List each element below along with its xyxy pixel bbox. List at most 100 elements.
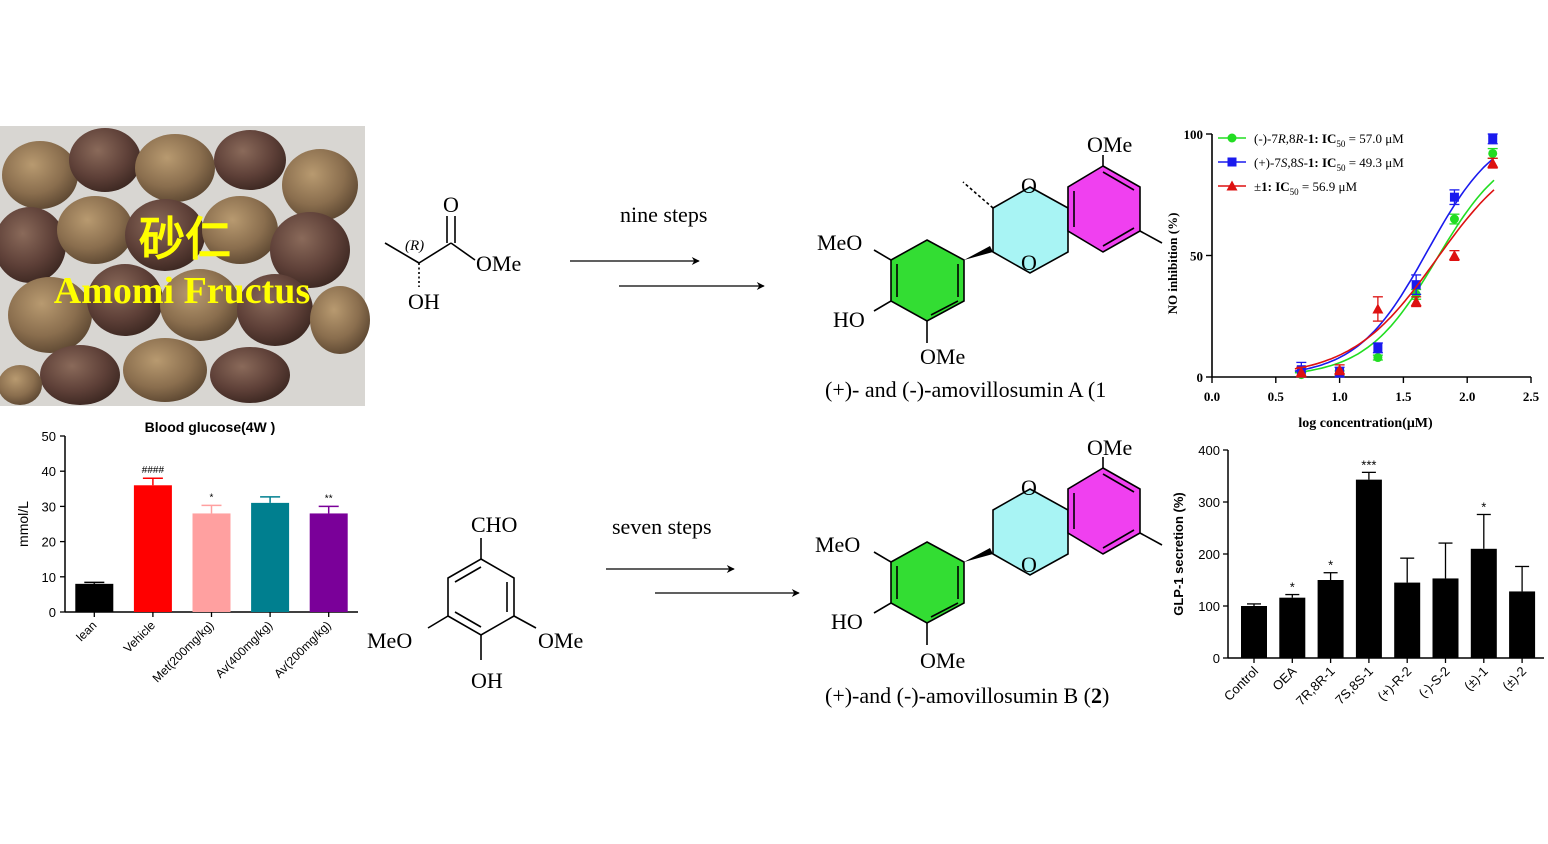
product-a-name-clip [1164, 370, 1174, 406]
significance-label: * [210, 492, 214, 503]
data-point [1373, 353, 1383, 363]
legend-text: ,8 [1286, 131, 1296, 146]
legend-text: (+)-7 [1254, 155, 1281, 170]
legend-text: = 49.3 μM [1345, 155, 1404, 170]
data-point [1372, 303, 1384, 314]
product-a-magenta-ring [1067, 165, 1141, 253]
y-tick-label: 300 [1198, 495, 1220, 510]
legend-text: 1 [1308, 131, 1315, 146]
x-tick-label: (±)-2 [1499, 664, 1529, 694]
fit-curve [1294, 189, 1495, 370]
route-b-arrow [606, 565, 800, 597]
bar [1394, 582, 1421, 658]
legend-text: 1 [1308, 155, 1315, 170]
legend-text: : IC [1314, 131, 1336, 146]
data-point [1373, 343, 1383, 353]
x-tick-label: Vehicle [121, 618, 158, 655]
bar [133, 485, 172, 612]
data-point [1448, 250, 1460, 260]
product-b-magenta-ring [1067, 467, 1141, 555]
route-a-starting-material [384, 216, 476, 287]
product-b-ome-top: OMe [1087, 435, 1132, 460]
x-tick-label: Av(400mg/kg) [213, 618, 276, 681]
sm-b-oh: OH [471, 668, 503, 693]
y-axis-label: NO inhibition (%) [1165, 213, 1180, 315]
bar [1470, 548, 1497, 658]
product-b-ring-o-bottom: O [1021, 552, 1037, 577]
legend-text: R [1277, 131, 1286, 146]
sm-b-cho: CHO [471, 512, 517, 537]
x-tick-label: Control [1221, 663, 1261, 703]
legend-text: ± [1254, 179, 1261, 194]
data-point [1410, 296, 1422, 307]
product-b-structure [873, 457, 1163, 645]
legend-text: 1 [1261, 179, 1268, 194]
legend-text: S [1281, 155, 1288, 170]
product-a-ring-o-bottom: O [1021, 250, 1037, 275]
x-tick-label: 0.0 [1204, 389, 1220, 404]
product-b-meo: MeO [815, 532, 860, 557]
data-point [1449, 192, 1459, 202]
x-tick-label: 2.5 [1523, 389, 1540, 404]
data-point [1488, 134, 1498, 144]
x-tick-label: (-)-S-2 [1415, 664, 1452, 701]
product-a-meo: MeO [817, 230, 862, 255]
y-tick-label: 10 [42, 570, 56, 585]
product-a-ho: HO [833, 307, 865, 332]
legend-text: ,8 [1287, 155, 1297, 170]
x-tick-label: (±)-1 [1461, 664, 1491, 694]
x-tick-label: 2.0 [1459, 389, 1475, 404]
data-point [1411, 280, 1421, 290]
x-tick-label: Av(200mg/kg) [271, 618, 334, 681]
product-a-green-ring [890, 239, 965, 322]
legend-text: - [1303, 131, 1307, 146]
latin-name: Amomi Fructus [54, 270, 310, 312]
legend-text: 50 [1336, 163, 1346, 173]
product-b-name-suffix: ) [1102, 683, 1109, 708]
bar [1355, 479, 1382, 658]
fruit-pile [0, 128, 370, 405]
significance-label: *** [1361, 457, 1376, 472]
blood-glucose-chart: Blood glucose(4W )01020304050mmol/Llean#… [15, 419, 358, 685]
route-b-steps: seven steps [612, 514, 712, 539]
product-b-number: 2 [1091, 683, 1102, 708]
x-tick-label: (+)-R-2 [1374, 664, 1414, 704]
y-tick-label: 0 [1197, 370, 1204, 385]
product-b-name-prefix: (+)-and (-)-amovillosumin B ( [825, 683, 1091, 708]
y-tick-label: 50 [1190, 249, 1203, 264]
data-point [1487, 157, 1499, 168]
y-tick-label: 100 [1184, 127, 1204, 142]
y-tick-label: 0 [1213, 651, 1220, 666]
legend-entry: (-)-7R,8R-1: IC50 = 57.0 μM [1254, 131, 1404, 149]
legend-text: 50 [1336, 139, 1346, 149]
significance-label: * [1481, 499, 1486, 514]
legend-text: = 57.0 μM [1345, 131, 1404, 146]
route-a-arrow [570, 257, 765, 290]
product-b-green-ring [890, 541, 965, 624]
y-axis-label: GLP-1 secretion (%) [1171, 492, 1186, 616]
bar [1241, 606, 1267, 658]
x-tick-label: lean [73, 618, 99, 644]
bar [1279, 597, 1306, 658]
amomi-fructus-photo: 砂仁 Amomi Fructus [0, 126, 370, 406]
data-point [1449, 214, 1459, 224]
x-tick-label: Met(200mg/kg) [150, 618, 217, 685]
y-tick-label: 100 [1198, 599, 1220, 614]
y-tick-label: 30 [42, 499, 56, 514]
data-point [1226, 180, 1238, 191]
bar [1432, 578, 1459, 658]
fit-curve [1294, 157, 1495, 372]
product-a-ring-o-top: O [1021, 173, 1037, 198]
y-tick-label: 400 [1198, 443, 1220, 458]
data-point [1227, 133, 1237, 143]
product-b-ring-o-top: O [1021, 475, 1037, 500]
significance-label: * [1290, 580, 1295, 595]
x-tick-label: 7R,8R-1 [1293, 664, 1338, 709]
y-tick-label: 40 [42, 464, 56, 479]
sm-a-oh: OH [408, 289, 440, 314]
y-tick-label: 0 [49, 605, 56, 620]
x-tick-label: 1.0 [1331, 389, 1347, 404]
legend-text: : IC [1268, 179, 1290, 194]
significance-label: #### [142, 465, 165, 476]
